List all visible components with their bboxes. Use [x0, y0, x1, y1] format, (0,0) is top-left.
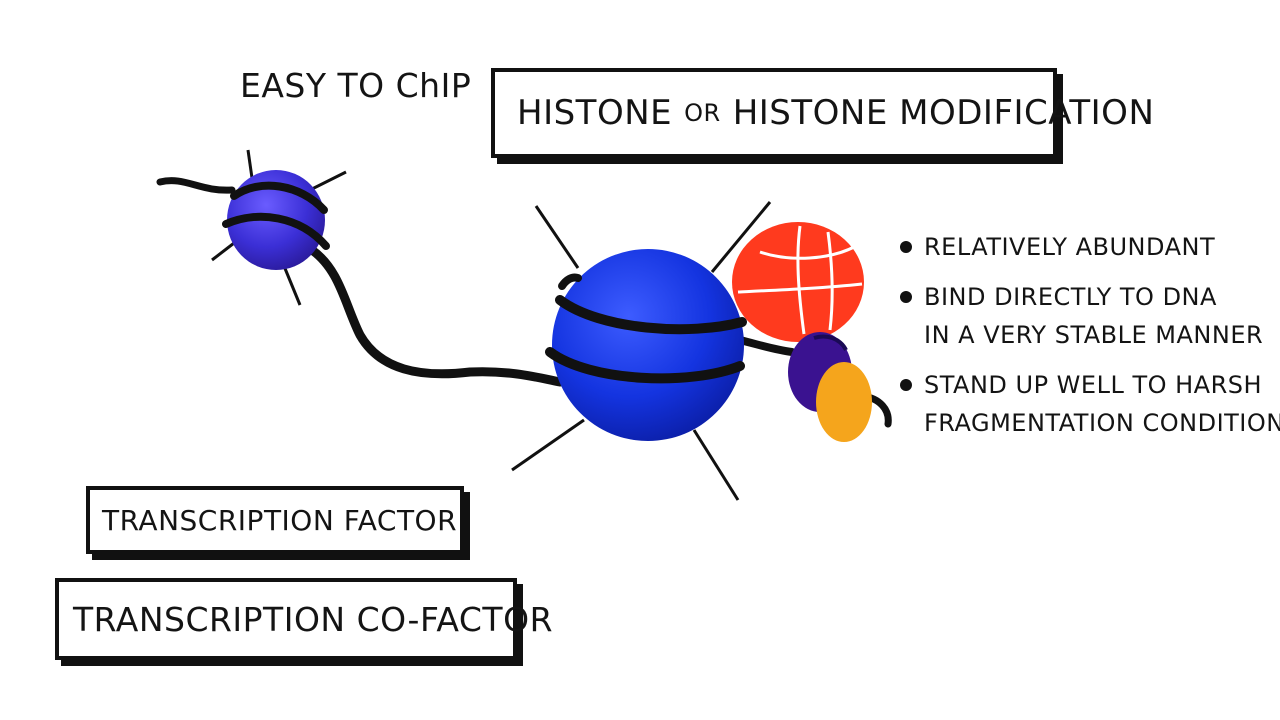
transcription-factor-shape: [732, 222, 864, 342]
histone-tail: [282, 265, 302, 306]
dna-wrap: [558, 273, 582, 290]
bullet-dot-icon: [900, 379, 912, 391]
large-nucleosome: [511, 201, 772, 501]
easy-to-chip-label: EASY TO ChIP: [240, 66, 472, 105]
dna-strand-right-tail: [736, 336, 796, 356]
transcription-factor-box: TRANSCRIPTION FACTOR: [86, 486, 464, 554]
bullet-dot-icon: [900, 241, 912, 253]
histone-text: HISTONE: [517, 93, 673, 133]
histone-modification-text: HISTONE MODIFICATION: [732, 93, 1155, 133]
dna-strand-left-tail: [156, 177, 236, 194]
histone-tail: [710, 201, 772, 273]
list-item: STAND UP WELL TO HARSH FRAGMENTATION CON…: [898, 366, 1280, 442]
bullet-text: IN A VERY STABLE MANNER: [924, 321, 1264, 349]
transcription-factor-label: TRANSCRIPTION FACTOR: [102, 503, 458, 537]
bullet-text: STAND UP WELL TO HARSH: [924, 371, 1263, 399]
transcription-cofactor-label: TRANSCRIPTION CO-FACTOR: [73, 599, 553, 639]
dna-wrap: [222, 212, 330, 250]
bullet-text: FRAGMENTATION CONDITIONS: [924, 409, 1280, 437]
transcription-cofactor-box: TRANSCRIPTION CO-FACTOR: [55, 578, 553, 660]
dna-strand-linker: [307, 245, 565, 387]
list-item: BIND DIRECTLY TO DNA IN A VERY STABLE MA…: [898, 278, 1268, 354]
cofactor-shape: [788, 332, 872, 442]
bullet-text: RELATIVELY ABUNDANT: [924, 233, 1216, 261]
cofactor-orange-part: [816, 362, 872, 442]
histone-label-box: HISTONE OR HISTONE MODIFICATION: [491, 68, 1154, 158]
histone-tail: [692, 429, 740, 501]
dna-wrap: [555, 295, 747, 335]
histone-tail: [511, 418, 585, 472]
large-histone-core: [552, 249, 744, 441]
dna-wrap: [545, 347, 745, 384]
or-text: OR: [684, 99, 721, 127]
histone-tail: [246, 149, 254, 179]
dna-wrap: [230, 181, 328, 214]
bullet-text: BIND DIRECTLY TO DNA: [924, 283, 1217, 311]
bullet-dot-icon: [900, 291, 912, 303]
properties-list: RELATIVELY ABUNDANT BIND DIRECTLY TO DNA…: [898, 228, 1280, 442]
histone-tail: [534, 205, 580, 269]
list-item: RELATIVELY ABUNDANT: [898, 228, 1268, 266]
small-nucleosome: [211, 149, 347, 306]
